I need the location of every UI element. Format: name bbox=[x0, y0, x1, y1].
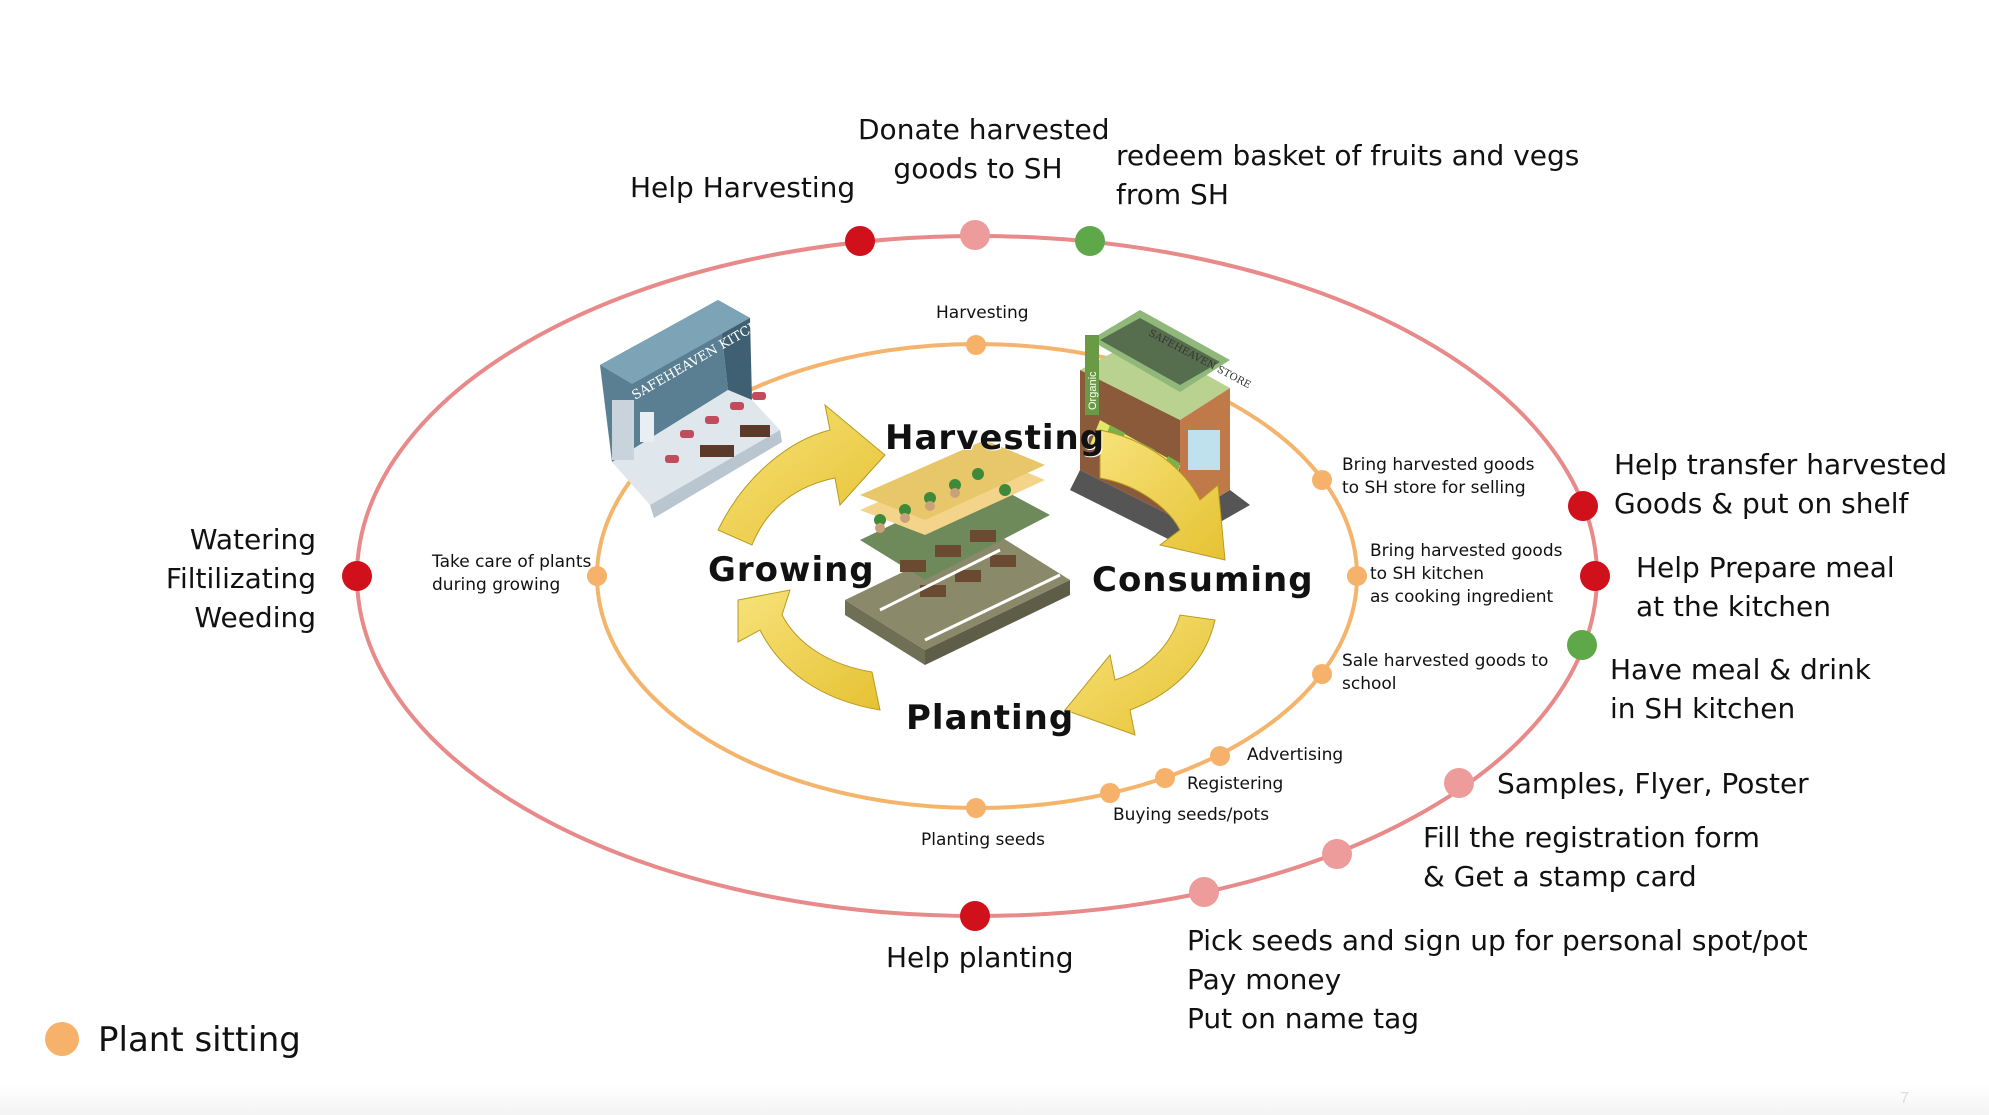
dot-help-harvesting bbox=[845, 226, 875, 256]
dot-pick bbox=[1189, 877, 1219, 907]
legend-label: Plant sitting bbox=[98, 1020, 301, 1060]
dot-inner-sale bbox=[1312, 664, 1332, 684]
dot-inner-bring-store bbox=[1312, 470, 1332, 490]
stage-planting: Planting bbox=[906, 698, 1075, 738]
dot-inner-buying bbox=[1100, 783, 1120, 803]
slide-footer bbox=[0, 1085, 1989, 1115]
dot-prepare bbox=[1580, 561, 1610, 591]
inner-label-harvesting: Harvesting bbox=[936, 303, 1029, 323]
cycle-arrows bbox=[717, 403, 1226, 736]
outer-label-samples: Samples, Flyer, Poster bbox=[1497, 767, 1809, 800]
dot-meal bbox=[1567, 630, 1597, 660]
dot-inner-advertising bbox=[1210, 746, 1230, 766]
legend-dot bbox=[45, 1022, 79, 1056]
arrow-planting-to-growing bbox=[737, 589, 881, 711]
arrow-harvesting-to-consuming bbox=[1099, 429, 1226, 561]
stage-harvesting: Harvesting bbox=[885, 418, 1106, 458]
outer-label-help-planting: Help planting bbox=[886, 941, 1074, 974]
arrow-growing-to-harvesting bbox=[717, 403, 886, 546]
arrow-consuming-to-planting bbox=[1064, 614, 1216, 736]
outer-label-pick: Pick seeds and sign up for personal spot… bbox=[1187, 924, 1808, 1035]
dot-inner-harvesting bbox=[966, 335, 986, 355]
dot-inner-registering bbox=[1155, 768, 1175, 788]
inner-label-registering: Registering bbox=[1187, 774, 1284, 794]
stage-growing: Growing bbox=[708, 550, 875, 590]
inner-label-advertising: Advertising bbox=[1247, 745, 1344, 765]
dot-redeem bbox=[1075, 226, 1105, 256]
dot-inner-bring-kitchen bbox=[1347, 566, 1367, 586]
dot-help-planting bbox=[960, 901, 990, 931]
dot-donate bbox=[960, 220, 990, 250]
dot-fill bbox=[1322, 839, 1352, 869]
dot-inner-care bbox=[587, 566, 607, 586]
garden-illustration bbox=[845, 440, 1070, 665]
organic-sign: Organic bbox=[1087, 371, 1099, 410]
dot-watering bbox=[342, 561, 372, 591]
inner-label-planting-seeds: Planting seeds bbox=[921, 830, 1045, 850]
dot-samples bbox=[1444, 768, 1474, 798]
inner-label-buying: Buying seeds/pots bbox=[1113, 805, 1270, 825]
dot-transfer bbox=[1568, 491, 1598, 521]
outer-label-fill: Fill the registration form& Get a stamp … bbox=[1423, 821, 1760, 893]
stage-consuming: Consuming bbox=[1092, 560, 1314, 600]
dot-inner-planting-seeds bbox=[966, 798, 986, 818]
page-number: 7 bbox=[1900, 1090, 1909, 1107]
outer-label-help-harvesting: Help Harvesting bbox=[630, 171, 856, 204]
